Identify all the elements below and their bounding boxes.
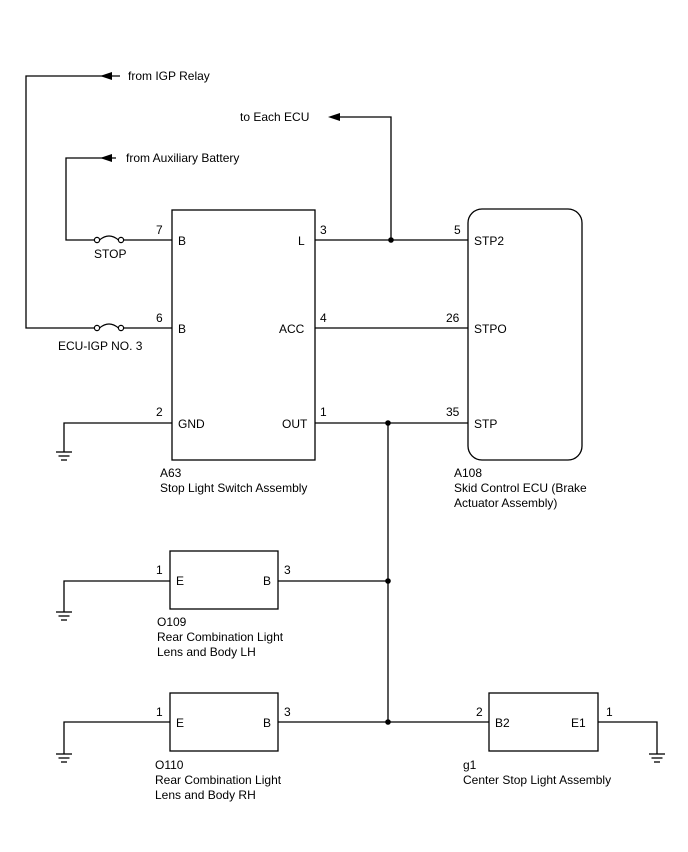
stop-light-switch: 7 B 6 B 2 GND 3 L 4 ACC 1 OUT A63 Stop L… bbox=[156, 209, 327, 495]
pin-label: E bbox=[176, 574, 184, 588]
pin-label: E1 bbox=[571, 716, 586, 730]
rear-light-rh: 1 E 3 B O110 Rear Combination Light Lens… bbox=[56, 692, 388, 802]
pin-number: 6 bbox=[156, 311, 163, 325]
component-name: Rear Combination Light bbox=[157, 630, 284, 644]
pin-label: E bbox=[176, 716, 184, 730]
pin-label: L bbox=[298, 234, 305, 248]
component-code: g1 bbox=[463, 758, 477, 772]
ecu-wires: to Each ECU bbox=[240, 110, 468, 725]
stop-fuse: STOP bbox=[93, 235, 172, 261]
ground-icon bbox=[56, 451, 72, 461]
pin-label: B bbox=[263, 574, 271, 588]
component-code: O109 bbox=[157, 615, 187, 629]
pin-number: 35 bbox=[446, 405, 460, 419]
arrow-left-icon bbox=[100, 72, 112, 80]
component-name: Rear Combination Light bbox=[155, 773, 282, 787]
pin-label: B bbox=[178, 322, 186, 336]
pin-number: 7 bbox=[156, 223, 163, 237]
pin-number: 3 bbox=[284, 705, 291, 719]
pin-number: 4 bbox=[320, 311, 327, 325]
component-code: A63 bbox=[160, 466, 182, 480]
junction-dot bbox=[388, 237, 394, 243]
aux-battery-feed: from Auxiliary Battery bbox=[65, 151, 239, 241]
pin-number: 1 bbox=[156, 563, 163, 577]
pin-label: GND bbox=[178, 417, 205, 431]
pin-label: OUT bbox=[282, 417, 308, 431]
component-code: A108 bbox=[454, 466, 482, 480]
pin-number: 1 bbox=[156, 705, 163, 719]
pin-number: 3 bbox=[284, 563, 291, 577]
each-ecu-label: to Each ECU bbox=[240, 110, 309, 124]
pin-label: STP bbox=[474, 417, 497, 431]
pin-number: 2 bbox=[476, 705, 483, 719]
pin-label: ACC bbox=[279, 322, 305, 336]
center-stop-light: 2 B2 1 E1 g1 Center Stop Light Assembly bbox=[388, 692, 665, 787]
component-code: O110 bbox=[155, 758, 184, 772]
pin-number: 26 bbox=[446, 311, 460, 325]
ground-icon bbox=[649, 753, 665, 763]
stop-fuse-label: STOP bbox=[94, 247, 126, 261]
component-name: Actuator Assembly) bbox=[454, 496, 557, 510]
pin-number: 2 bbox=[156, 405, 163, 419]
pin-number: 1 bbox=[320, 405, 327, 419]
ground-icon bbox=[56, 611, 72, 621]
pin-label: STPO bbox=[474, 322, 507, 336]
ground-switch bbox=[56, 422, 172, 461]
arrow-left-icon bbox=[328, 113, 340, 121]
igp-relay-label: from IGP Relay bbox=[128, 69, 210, 83]
component-name: Lens and Body LH bbox=[157, 645, 256, 659]
component-name: Lens and Body RH bbox=[155, 788, 256, 802]
ecu-igp-fuse: ECU-IGP NO. 3 bbox=[58, 323, 172, 353]
ground-icon bbox=[56, 753, 72, 763]
pin-number: 1 bbox=[606, 705, 613, 719]
pin-label: B bbox=[263, 716, 271, 730]
skid-control-ecu: 5 STP2 26 STPO 35 STP A108 Skid Control … bbox=[446, 208, 587, 510]
pin-label: B2 bbox=[495, 716, 510, 730]
igp-relay-feed: from IGP Relay bbox=[25, 69, 210, 329]
rear-light-lh: 1 E 3 B O109 Rear Combination Light Lens… bbox=[56, 550, 388, 659]
component-name: Skid Control ECU (Brake bbox=[454, 481, 587, 495]
pin-label: STP2 bbox=[474, 234, 504, 248]
arrow-left-icon bbox=[100, 154, 112, 162]
component-name: Center Stop Light Assembly bbox=[463, 773, 611, 787]
pin-label: B bbox=[178, 234, 186, 248]
component-name: Stop Light Switch Assembly bbox=[160, 481, 307, 495]
ecu-igp-fuse-label: ECU-IGP NO. 3 bbox=[58, 339, 143, 353]
aux-battery-label: from Auxiliary Battery bbox=[126, 151, 239, 165]
junction-dot bbox=[385, 420, 391, 426]
pin-number: 5 bbox=[454, 223, 461, 237]
pin-number: 3 bbox=[320, 223, 327, 237]
